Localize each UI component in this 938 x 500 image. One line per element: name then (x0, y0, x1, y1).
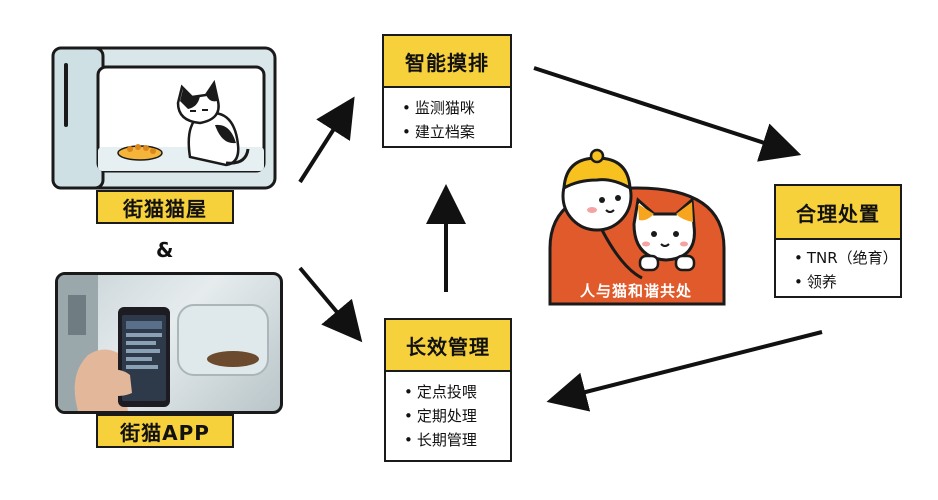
list-item: 领养 (794, 270, 900, 294)
cat-house-icon (51, 46, 277, 190)
reasonable-disposal-card: 合理处置 TNR（绝育） 领养 (774, 184, 902, 298)
list-item: 定点投喂 (404, 380, 510, 404)
list-item: TNR（绝育） (794, 246, 900, 270)
arrow-smart-to-dispose (533, 66, 802, 162)
reasonable-disposal-title: 合理处置 (776, 186, 900, 240)
arrow-house-to-smart (298, 96, 355, 184)
app-label: 街猫APP (96, 414, 234, 448)
list-item: 长期管理 (404, 428, 510, 452)
cat-house-label: 街猫猫屋 (96, 190, 234, 224)
long-term-management-title: 长效管理 (386, 320, 510, 372)
smart-survey-title: 智能摸排 (384, 36, 510, 88)
list-item: 定期处理 (404, 404, 510, 428)
list-item: 监测猫咪 (402, 96, 510, 120)
arrow-dispose-to-manage (546, 330, 823, 412)
smart-survey-list: 监测猫咪 建立档案 (384, 88, 510, 144)
phone-scene (58, 275, 269, 411)
person-and-cat-illustration (548, 148, 726, 306)
list-item: 建立档案 (402, 120, 510, 144)
ampersand: & (156, 238, 174, 262)
harmony-banner: 人与猫和谐共处 (579, 281, 692, 300)
arrow-app-to-manage (298, 266, 363, 343)
smart-survey-card: 智能摸排 监测猫咪 建立档案 (382, 34, 512, 148)
reasonable-disposal-list: TNR（绝育） 领养 (776, 240, 900, 294)
long-term-management-card: 长效管理 定点投喂 定期处理 长期管理 (384, 318, 512, 462)
long-term-management-list: 定点投喂 定期处理 长期管理 (386, 372, 510, 452)
phone-photo (55, 272, 283, 414)
